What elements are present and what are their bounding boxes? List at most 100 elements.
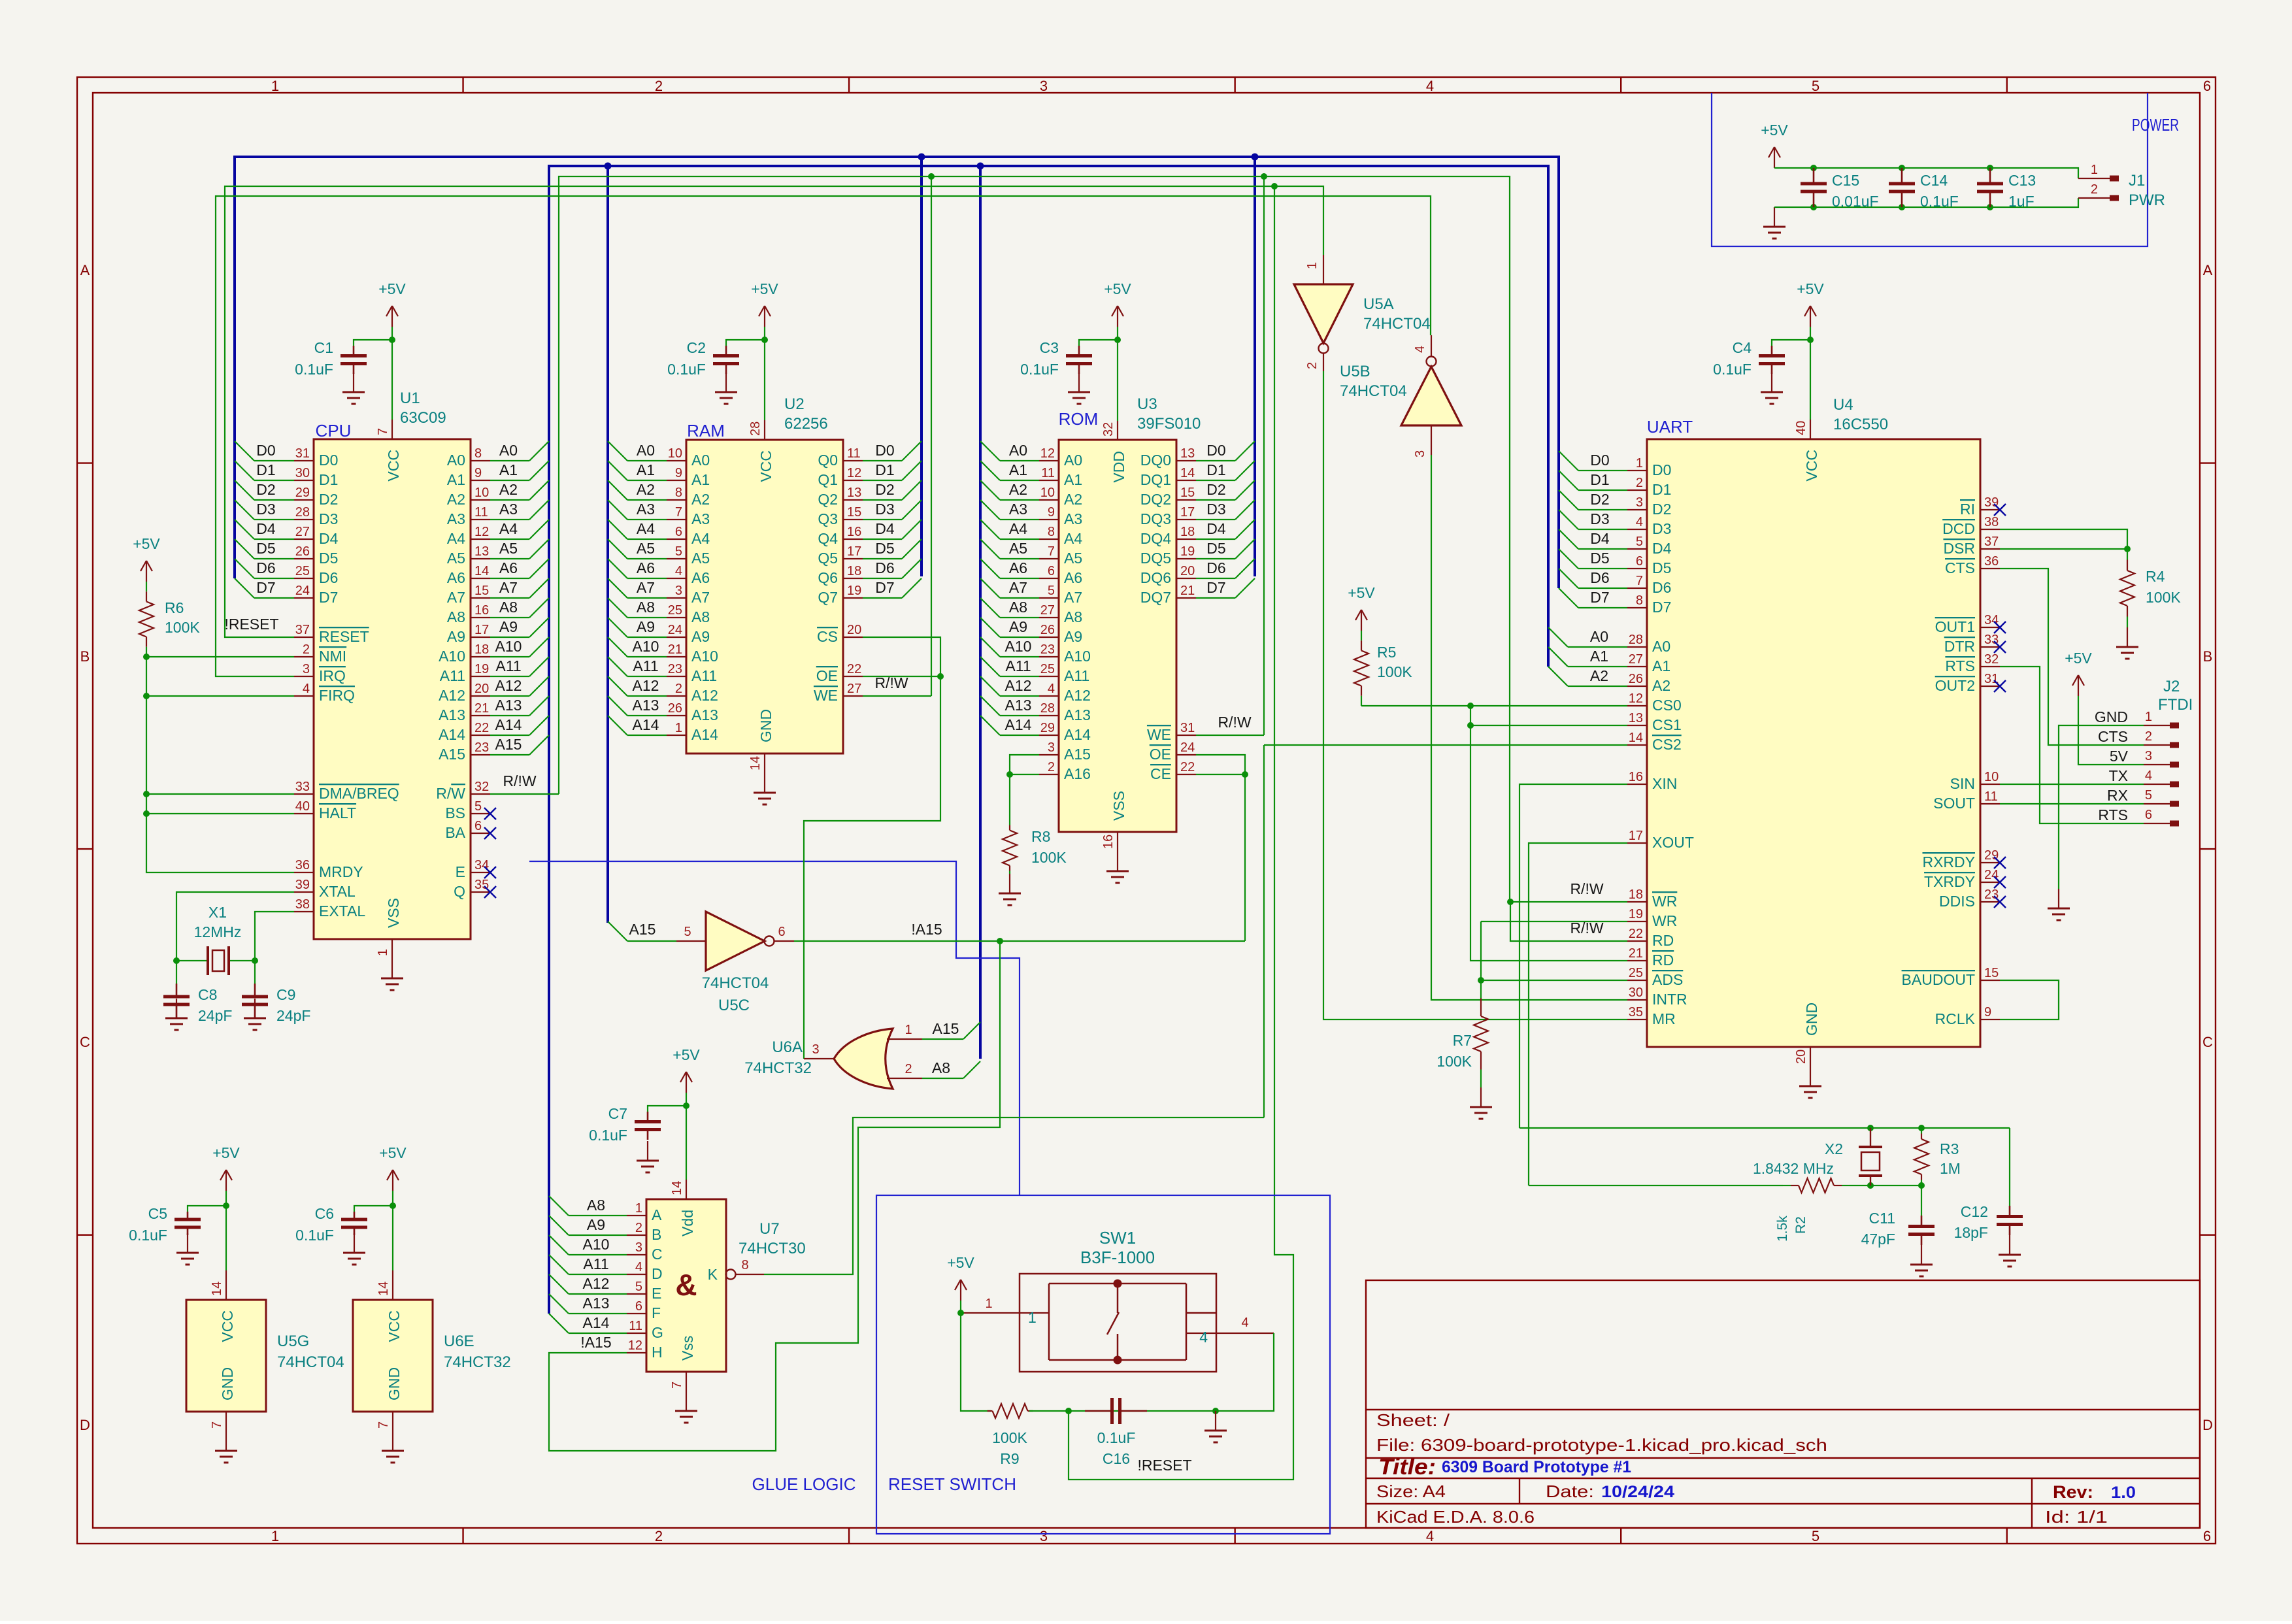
svg-text:10: 10 <box>668 446 682 461</box>
svg-text:D4: D4 <box>319 530 339 547</box>
svg-text:U3: U3 <box>1137 395 1157 413</box>
svg-text:3: 3 <box>1048 740 1055 755</box>
svg-text:19: 19 <box>1180 544 1195 559</box>
svg-text:7: 7 <box>670 1382 684 1389</box>
svg-text:11: 11 <box>847 446 861 461</box>
svg-text:A0: A0 <box>499 442 518 459</box>
svg-text:Size: A4: Size: A4 <box>1376 1482 1446 1501</box>
svg-text:DQ5: DQ5 <box>1140 550 1171 567</box>
svg-text:4: 4 <box>635 1260 642 1274</box>
svg-text:4: 4 <box>1636 515 1643 529</box>
svg-text:DQ0: DQ0 <box>1140 452 1171 469</box>
svg-text:9: 9 <box>675 466 682 480</box>
svg-text:A3: A3 <box>1064 510 1082 527</box>
svg-text:A8: A8 <box>499 599 518 616</box>
svg-text:A6: A6 <box>691 569 710 586</box>
svg-text:7: 7 <box>210 1421 224 1429</box>
svg-text:A14: A14 <box>583 1314 610 1331</box>
svg-text:A11: A11 <box>583 1255 608 1272</box>
svg-text:Q2: Q2 <box>818 491 838 508</box>
svg-text:A4: A4 <box>637 520 655 537</box>
svg-text:DQ7: DQ7 <box>1140 589 1171 606</box>
svg-text:0.1uF: 0.1uF <box>1020 361 1059 378</box>
svg-text:D5: D5 <box>1206 540 1225 557</box>
svg-text:D4: D4 <box>1652 540 1672 557</box>
svg-text:39FS010: 39FS010 <box>1137 415 1201 433</box>
svg-text:VCC: VCC <box>219 1310 236 1342</box>
svg-text:RCLK: RCLK <box>1935 1010 1976 1027</box>
svg-text:D: D <box>652 1265 663 1282</box>
svg-text:A14: A14 <box>439 726 465 743</box>
svg-text:VCC: VCC <box>757 450 774 482</box>
svg-text:5: 5 <box>1636 535 1643 549</box>
svg-text:29: 29 <box>1984 848 1999 863</box>
svg-text:5: 5 <box>474 799 482 814</box>
svg-text:A11: A11 <box>495 657 521 674</box>
svg-text:A3: A3 <box>637 501 655 518</box>
svg-text:2: 2 <box>1048 760 1055 774</box>
svg-text:A10: A10 <box>1064 648 1091 665</box>
svg-text:A5: A5 <box>637 540 655 557</box>
svg-text:Q6: Q6 <box>818 569 838 586</box>
svg-text:5: 5 <box>635 1280 642 1294</box>
svg-text:74HCT30: 74HCT30 <box>739 1240 806 1257</box>
svg-text:GND: GND <box>1803 1003 1820 1036</box>
svg-text:K: K <box>708 1266 718 1283</box>
svg-text:TXRDY: TXRDY <box>1924 873 1975 890</box>
svg-text:35: 35 <box>474 878 489 892</box>
svg-text:1M: 1M <box>1940 1160 1961 1177</box>
svg-text:H: H <box>652 1344 663 1361</box>
svg-text:+5V: +5V <box>1348 584 1375 601</box>
svg-text:A7: A7 <box>447 589 465 606</box>
svg-text:!RESET: !RESET <box>224 616 278 633</box>
svg-text:R/!W: R/!W <box>1570 920 1603 936</box>
svg-text:4: 4 <box>2145 769 2152 783</box>
svg-text:+5V: +5V <box>673 1046 700 1063</box>
svg-text:U5C: U5C <box>718 997 750 1014</box>
svg-text:VCC: VCC <box>1803 450 1820 482</box>
svg-text:A12: A12 <box>1005 677 1032 694</box>
svg-text:18pF: 18pF <box>1954 1224 1988 1241</box>
svg-text:1: 1 <box>1305 262 1320 269</box>
svg-text:2: 2 <box>655 1528 663 1544</box>
svg-text:A2: A2 <box>1652 677 1670 694</box>
svg-text:CTS: CTS <box>2098 728 2128 745</box>
svg-text:A13: A13 <box>439 706 465 723</box>
svg-text:0.01uF: 0.01uF <box>1832 193 1879 210</box>
svg-text:74HCT32: 74HCT32 <box>444 1353 511 1371</box>
svg-text:25: 25 <box>1629 966 1643 980</box>
svg-text:A15: A15 <box>439 746 465 763</box>
svg-text:A12: A12 <box>495 677 522 694</box>
svg-text:R/W: R/W <box>436 785 465 802</box>
svg-text:21: 21 <box>1629 946 1643 961</box>
svg-text:D6: D6 <box>1590 569 1609 586</box>
svg-text:2: 2 <box>1636 476 1643 490</box>
svg-text:C2: C2 <box>687 339 706 356</box>
svg-text:B: B <box>652 1226 661 1243</box>
svg-text:A2: A2 <box>447 491 465 508</box>
svg-text:!RESET: !RESET <box>1137 1457 1191 1474</box>
svg-text:D2: D2 <box>1206 481 1225 498</box>
svg-text:!A15: !A15 <box>911 921 942 938</box>
svg-text:13: 13 <box>1180 446 1195 461</box>
svg-text:18: 18 <box>847 564 861 578</box>
svg-text:A8: A8 <box>1009 599 1027 616</box>
svg-text:Q3: Q3 <box>818 510 838 527</box>
svg-text:A14: A14 <box>1005 716 1032 733</box>
svg-text:18: 18 <box>1629 887 1643 902</box>
svg-text:A11: A11 <box>1064 667 1089 684</box>
svg-text:7: 7 <box>376 1421 391 1429</box>
svg-text:7: 7 <box>1048 544 1055 559</box>
svg-text:A8: A8 <box>447 608 465 625</box>
svg-text:UART: UART <box>1647 417 1693 437</box>
svg-text:X2: X2 <box>1825 1140 1843 1157</box>
svg-text:VSS: VSS <box>1110 791 1127 821</box>
svg-text:0.1uF: 0.1uF <box>129 1227 167 1244</box>
svg-text:ROM: ROM <box>1059 409 1099 429</box>
svg-text:A10: A10 <box>1005 638 1032 655</box>
svg-text:36: 36 <box>295 858 310 872</box>
svg-text:38: 38 <box>1984 515 1999 529</box>
svg-text:CS2: CS2 <box>1652 736 1682 753</box>
svg-text:A13: A13 <box>1005 697 1032 714</box>
svg-text:12: 12 <box>474 525 489 539</box>
